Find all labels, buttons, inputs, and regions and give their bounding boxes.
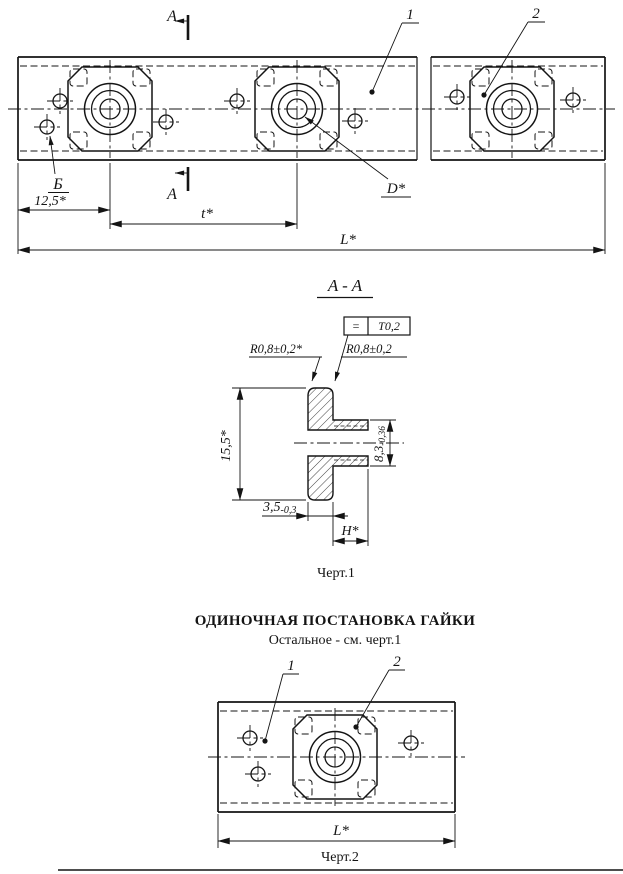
part1-label: 1: [406, 7, 414, 23]
diameter-arrow: [304, 116, 389, 180]
section-cut-marks: A A: [166, 8, 190, 203]
figure2-subtitle: Остальное - см. черт.1: [269, 633, 402, 648]
radius-left-arrow: [311, 356, 321, 382]
figure2-caption: Черт.2: [321, 850, 359, 865]
rivet-hole: [341, 107, 369, 135]
rivet-hole: [244, 760, 272, 788]
extension-lines: [17, 163, 606, 254]
callout-part1: 1: [369, 7, 419, 95]
dim-3-5-main: 3,5: [262, 500, 281, 515]
strip-outline: [8, 56, 615, 161]
rivet-hole: [152, 108, 180, 136]
section-upper-material: [307, 387, 369, 431]
figure2-title: ОДИНОЧНАЯ ПОСТАНОВКА ГАЙКИ: [195, 612, 476, 629]
callout-diameter: D*: [304, 116, 411, 198]
part2-leader: [483, 21, 545, 96]
rivet-hole: [46, 87, 74, 115]
figure1-strip-view: A A 1 2: [8, 6, 615, 254]
hole-b-arrow: [48, 135, 56, 175]
part1-leader: [264, 673, 299, 742]
dim-8-3-tol: -0,36: [378, 426, 388, 446]
thread-lines: [334, 425, 368, 461]
rivet-hole: [223, 87, 251, 115]
figure1-caption: Черт.1: [317, 566, 355, 581]
hole-b-label: Б: [52, 176, 63, 193]
dim-H-label: H*: [340, 524, 358, 539]
dim-3-5-tol: -0,3: [281, 505, 297, 516]
tolerance-leader: [334, 334, 349, 382]
callout-part2: 2: [353, 654, 405, 730]
leader-dot: [262, 738, 268, 744]
radius-right-label: R0,8±0,2: [345, 342, 392, 356]
leader-dot: [353, 724, 359, 730]
tolerance-box: [343, 316, 411, 336]
dim-L-label: L*: [332, 823, 349, 839]
rivet-hole: [397, 729, 425, 757]
tolerance-symbol: =: [353, 319, 360, 333]
figure1-dimensions: 12,5* t* L*: [17, 163, 606, 254]
tolerance-value: T0,2: [378, 319, 400, 333]
callout-part1: 1: [262, 658, 299, 744]
dim-t-label: t*: [201, 206, 213, 222]
dim-15-5-label: 15,5*: [219, 430, 234, 462]
part1-label: 1: [287, 658, 295, 674]
hidden-edge-lines: [20, 65, 603, 152]
dim-8-3-label: 8,3-0,36: [371, 426, 388, 462]
callout-hole-b: Б: [48, 135, 69, 193]
section-view-aa: A - A = T0,2 R0,8±0,2* R0,8±0,2 15,5*: [219, 276, 411, 581]
figure2-single-nut-view: ОДИНОЧНАЯ ПОСТАНОВКА ГАЙКИ Остальное - с…: [195, 612, 476, 865]
rivet-hole-b: [33, 113, 61, 141]
strip-edges: [17, 56, 606, 161]
rivet-hole: [236, 724, 264, 752]
leader-dot: [481, 92, 487, 98]
hidden-edge-lines: [220, 710, 453, 804]
dim-8-3-main: 8,3: [371, 445, 386, 462]
strip-outline: [208, 701, 465, 813]
dim-12-5-label: 12,5*: [34, 194, 66, 209]
extension-lines: [232, 387, 396, 546]
section-mark-bottom-label: A: [166, 186, 177, 203]
break-lines: [416, 57, 432, 160]
part2-label: 2: [393, 654, 401, 670]
section-dimensions: 15,5* 8,3-0,36 3,5-0,3 H*: [219, 387, 396, 546]
radius-left-label: R0,8±0,2*: [249, 342, 303, 356]
diameter-label: D*: [386, 181, 406, 197]
figure2-dimensions: L*: [217, 814, 456, 848]
callout-part2: 2: [481, 6, 545, 98]
section-lower-material: [307, 455, 369, 501]
dim-L-label: L*: [339, 232, 356, 248]
section-mark-top-label: A: [166, 8, 177, 25]
strip-edges: [217, 701, 456, 813]
nut-cross-section: [294, 387, 404, 501]
radius-labels: R0,8±0,2* R0,8±0,2: [249, 342, 407, 382]
rivet-hole: [443, 83, 471, 111]
part2-label: 2: [532, 6, 540, 22]
dim-3-5-label: 3,5-0,3: [262, 500, 296, 516]
leader-dot: [369, 89, 375, 95]
part2-leader: [355, 669, 405, 728]
part1-leader: [371, 22, 419, 93]
section-title: A - A: [327, 276, 363, 295]
tolerance-frame: = T0,2: [334, 316, 411, 382]
